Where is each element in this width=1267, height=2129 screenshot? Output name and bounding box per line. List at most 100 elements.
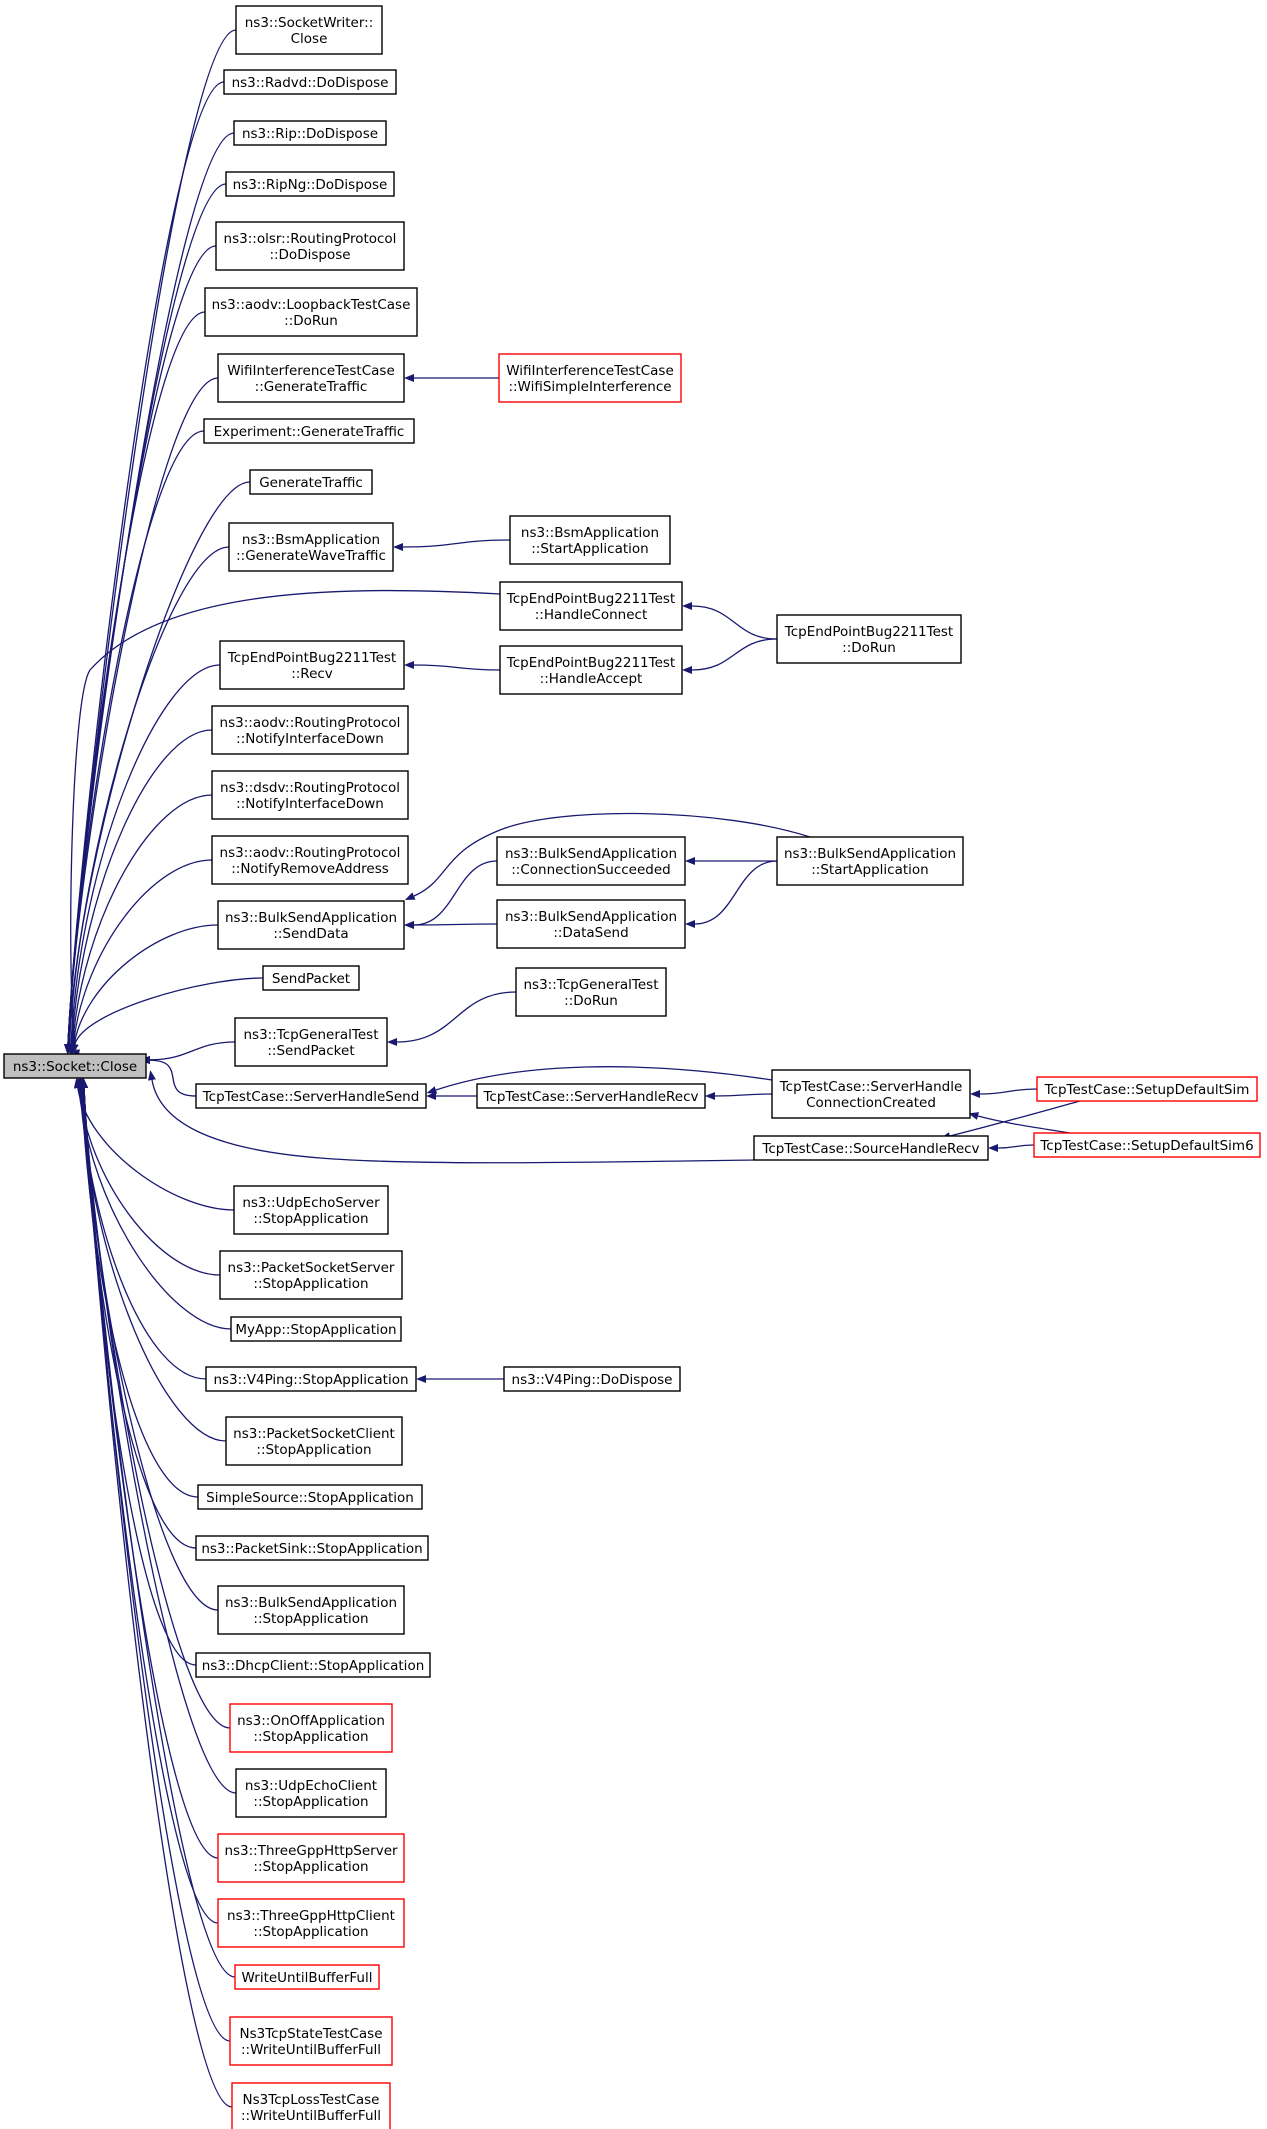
node-gen[interactable]: GenerateTraffic [249,469,373,495]
node-sendpacket[interactable]: SendPacket [262,965,360,991]
node-dsdv-nid[interactable]: ns3::dsdv::RoutingProtocol::NotifyInterf… [211,770,409,820]
node-bulk-start[interactable]: ns3::BulkSendApplication::StartApplicati… [776,836,964,886]
node-sw-close[interactable]: ns3::SocketWriter::Close [235,5,383,55]
node-label: ns3::Rip::DoDispose [242,126,378,142]
node-bsm-gen[interactable]: ns3::BsmApplication::GenerateWaveTraffic [228,522,394,572]
node-box [496,836,686,886]
node-box [229,2016,393,2066]
edge-ttc_sds-to-ttc_shr2 [940,1100,1081,1140]
node-box [203,418,415,444]
node-psc-stop[interactable]: ns3::PacketSocketClient::StopApplication [225,1416,403,1466]
node-aodv-nra[interactable]: ns3::aodv::RoutingProtocol::NotifyRemove… [211,835,409,885]
node-box [211,770,409,820]
node-box [498,353,682,403]
node-bulk-stop[interactable]: ns3::BulkSendApplication::StopApplicatio… [217,1585,405,1635]
node-label: MyApp::StopApplication [235,1322,396,1338]
node-box [503,1366,681,1392]
node-label: ::StopApplication [253,1276,368,1292]
node-dhcp-stop[interactable]: ns3::DhcpClient::StopApplication [195,1652,431,1678]
node-ues-stop[interactable]: ns3::UdpEchoServer::StopApplication [233,1185,389,1235]
node-box [217,1585,405,1635]
node-ttc-sds[interactable]: TcpTestCase::SetupDefaultSim [1036,1076,1258,1102]
node-pss-stop[interactable]: ns3::PacketSocketServer::StopApplication [219,1250,403,1300]
node-exp-gen[interactable]: Experiment::GenerateTraffic [203,418,415,444]
edge-tcpep_accept-to-tcpep_recv [404,661,501,671]
node-box [215,221,405,271]
node-box [262,965,360,991]
node-bsm-start[interactable]: ns3::BsmApplication::StartApplication [509,515,671,565]
node-box [235,5,383,55]
edge-ns3tcploss_wubf-to-root [80,1078,233,2108]
node-label: ns3::PacketSocketServer [228,1260,395,1276]
node-box [476,1083,706,1109]
node-label: TcpTestCase::SetupDefaultSim [1044,1082,1250,1098]
node-ttc-shr2[interactable]: TcpTestCase::SourceHandleRecv [753,1135,989,1161]
node-ripng[interactable]: ns3::RipNg::DoDispose [225,171,395,197]
edge-bulk_send-to-root [70,924,219,1054]
node-aodv-loop[interactable]: ns3::aodv::LoopbackTestCase::DoRun [204,287,418,337]
edge-tcpep_recv-to-root [66,664,221,1054]
node-box [217,1833,405,1883]
node-label: WifiInterferenceTestCase [506,363,674,379]
node-psink-stop[interactable]: ns3::PacketSink::StopApplication [195,1535,429,1561]
node-label: ns3::BsmApplication [242,532,380,548]
node-label: TcpTestCase::ServerHandleRecv [482,1089,698,1105]
node-olsr[interactable]: ns3::olsr::RoutingProtocol::DoDispose [215,221,405,271]
node-tghc-stop[interactable]: ns3::ThreeGppHttpClient::StopApplication [217,1898,405,1948]
node-root[interactable]: ns3::Socket::Close [3,1053,147,1079]
node-ttc-shcc[interactable]: TcpTestCase::ServerHandleConnectionCreat… [771,1069,971,1119]
node-label: ns3::BulkSendApplication [225,1595,397,1611]
node-myapp-stop[interactable]: MyApp::StopApplication [230,1316,402,1342]
node-tgt-dorun[interactable]: ns3::TcpGeneralTest::DoRun [515,967,667,1017]
edge-bsm_gen-to-root [65,546,230,1054]
node-v4ping-stop[interactable]: ns3::V4Ping::StopApplication [205,1366,417,1392]
edge-bulk_cs-to-bulk_send [404,860,498,929]
node-label: ns3::UdpEchoServer [242,1195,380,1211]
edges-layer [64,29,1081,2108]
edge-tcpep_dorun-to-tcpep_accept [682,638,778,674]
node-wifi-gen[interactable]: WifiInterferenceTestCase::GenerateTraffi… [217,353,405,403]
node-aodv-nid[interactable]: ns3::aodv::RoutingProtocol::NotifyInterf… [211,705,409,755]
edge-wubf-to-root [80,1078,236,1978]
node-bulk-ds[interactable]: ns3::BulkSendApplication::DataSend [496,899,686,949]
node-box [499,581,683,631]
node-box [496,899,686,949]
node-tcpep-recv[interactable]: TcpEndPointBug2211Test::Recv [219,640,405,690]
node-ttc-shs[interactable]: TcpTestCase::ServerHandleSend [195,1083,427,1109]
node-label: TcpTestCase::SetupDefaultSim6 [1039,1138,1253,1154]
node-tghs-stop[interactable]: ns3::ThreeGppHttpServer::StopApplication [217,1833,405,1883]
node-label: ::SendPacket [267,1043,354,1059]
edge-sendpacket-to-root [71,977,264,1054]
node-wubf[interactable]: WriteUntilBufferFull [234,1964,380,1990]
node-label: ::ConnectionSucceeded [511,862,671,878]
node-tgt-send[interactable]: ns3::TcpGeneralTest::SendPacket [234,1017,388,1067]
node-box [771,1069,971,1119]
node-label: Ns3TcpLossTestCase [243,2092,380,2108]
node-tcpep-accept[interactable]: TcpEndPointBug2211Test::HandleAccept [499,645,683,695]
node-label: ns3::BsmApplication [521,525,659,541]
edge-psc_stop-to-root [76,1078,227,1442]
node-wifi-simple[interactable]: WifiInterferenceTestCase::WifiSimpleInte… [498,353,682,403]
node-v4ping-dispose[interactable]: ns3::V4Ping::DoDispose [503,1366,681,1392]
node-ttc-shr[interactable]: TcpTestCase::ServerHandleRecv [476,1083,706,1109]
node-label: ::HandleAccept [540,671,643,687]
node-ttc-sds6[interactable]: TcpTestCase::SetupDefaultSim6 [1033,1132,1261,1158]
node-box [211,835,409,885]
node-box [225,171,395,197]
node-tcpep-connect[interactable]: TcpEndPointBug2211Test::HandleConnect [499,581,683,631]
node-ns3tcpstate-wubf[interactable]: Ns3TcpStateTestCase::WriteUntilBufferFul… [229,2016,393,2066]
node-label: ::Recv [291,666,333,682]
node-bulk-cs[interactable]: ns3::BulkSendApplication::ConnectionSucc… [496,836,686,886]
node-box [204,287,418,337]
node-label: GenerateTraffic [259,475,363,491]
node-label: Close [291,31,328,47]
node-ns3tcploss-wubf[interactable]: Ns3TcpLossTestCase::WriteUntilBufferFull [231,2082,391,2129]
node-onoff-stop[interactable]: ns3::OnOffApplication::StopApplication [229,1703,393,1753]
node-ss-stop[interactable]: SimpleSource::StopApplication [197,1484,423,1510]
node-uec-stop[interactable]: ns3::UdpEchoClient::StopApplication [235,1768,387,1818]
node-rip[interactable]: ns3::Rip::DoDispose [233,120,387,146]
node-bulk-send[interactable]: ns3::BulkSendApplication::SendData [217,900,405,950]
node-tcpep-dorun[interactable]: TcpEndPointBug2211Test::DoRun [776,614,962,664]
node-radvd[interactable]: ns3::Radvd::DoDispose [223,69,397,95]
